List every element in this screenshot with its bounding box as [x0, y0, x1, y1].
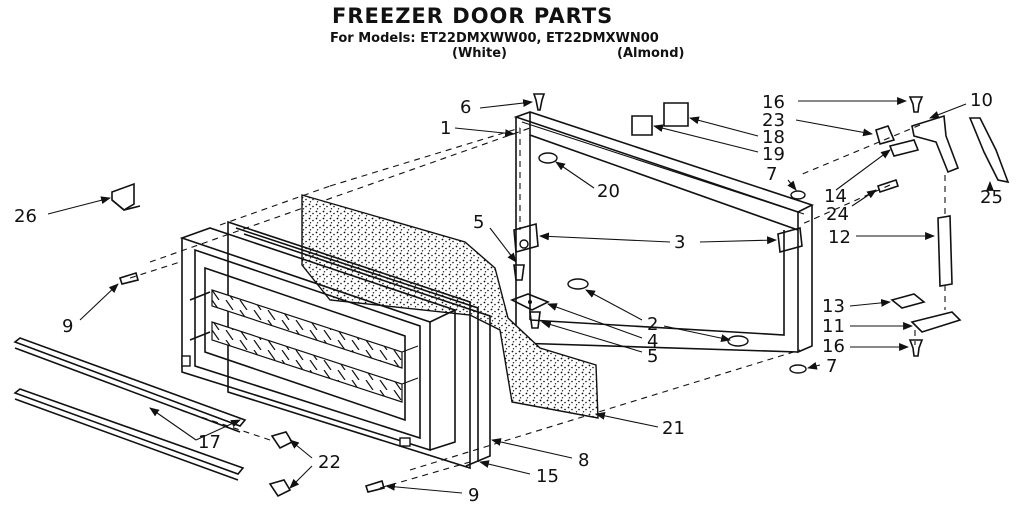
callout-labels: 1 2 3 4 5 5 6 7 7 8 9 9 10 11 12 13 14 1… [14, 90, 1003, 506]
variant-almond-label: (Almond) [617, 46, 685, 61]
callout-26: 26 [14, 206, 37, 227]
callout-24: 24 [826, 204, 849, 225]
callout-18: 18 [762, 127, 785, 148]
variant-white-label: (White) [452, 46, 507, 61]
part-door-liner [179, 227, 458, 452]
callout-17: 17 [198, 432, 221, 453]
part-17-trim-strips [13, 337, 247, 481]
callout-10: 10 [970, 90, 993, 111]
callout-21: 21 [662, 418, 685, 439]
callout-15: 15 [536, 466, 559, 487]
callout-19: 19 [762, 144, 785, 165]
frame-hardware [510, 93, 807, 374]
callout-5-bottom: 5 [647, 346, 658, 367]
callout-8: 8 [578, 450, 589, 471]
callout-7-top: 7 [766, 164, 777, 185]
callout-16-top: 16 [762, 92, 785, 113]
callout-2: 2 [647, 314, 658, 335]
callout-25: 25 [980, 187, 1003, 208]
callout-22: 22 [318, 452, 341, 473]
callout-23: 23 [762, 110, 785, 131]
callout-1: 1 [440, 118, 451, 139]
part-22-end-caps [268, 431, 294, 498]
diagram-title: FREEZER DOOR PARTS [332, 4, 614, 28]
callout-5-top: 5 [473, 212, 484, 233]
callout-9-left: 9 [62, 316, 73, 337]
part-26-bracket [111, 182, 141, 211]
leader-arrows [47, 97, 994, 494]
callout-20: 20 [597, 181, 620, 202]
callout-16-bottom: 16 [822, 336, 845, 357]
callout-11: 11 [822, 316, 845, 337]
callout-3: 3 [674, 232, 685, 253]
hinge-hardware [875, 96, 1010, 357]
model-numbers: For Models: ET22DMXWW00, ET22DMXWN00 [330, 31, 659, 46]
callout-14: 14 [824, 186, 847, 207]
callout-7-bottom: 7 [826, 356, 837, 377]
callout-13: 13 [822, 296, 845, 317]
part-9-screws [118, 271, 385, 493]
callout-12: 12 [828, 227, 851, 248]
callout-6: 6 [460, 97, 471, 118]
callout-4: 4 [647, 331, 658, 352]
callout-9-bottom: 9 [468, 485, 479, 506]
